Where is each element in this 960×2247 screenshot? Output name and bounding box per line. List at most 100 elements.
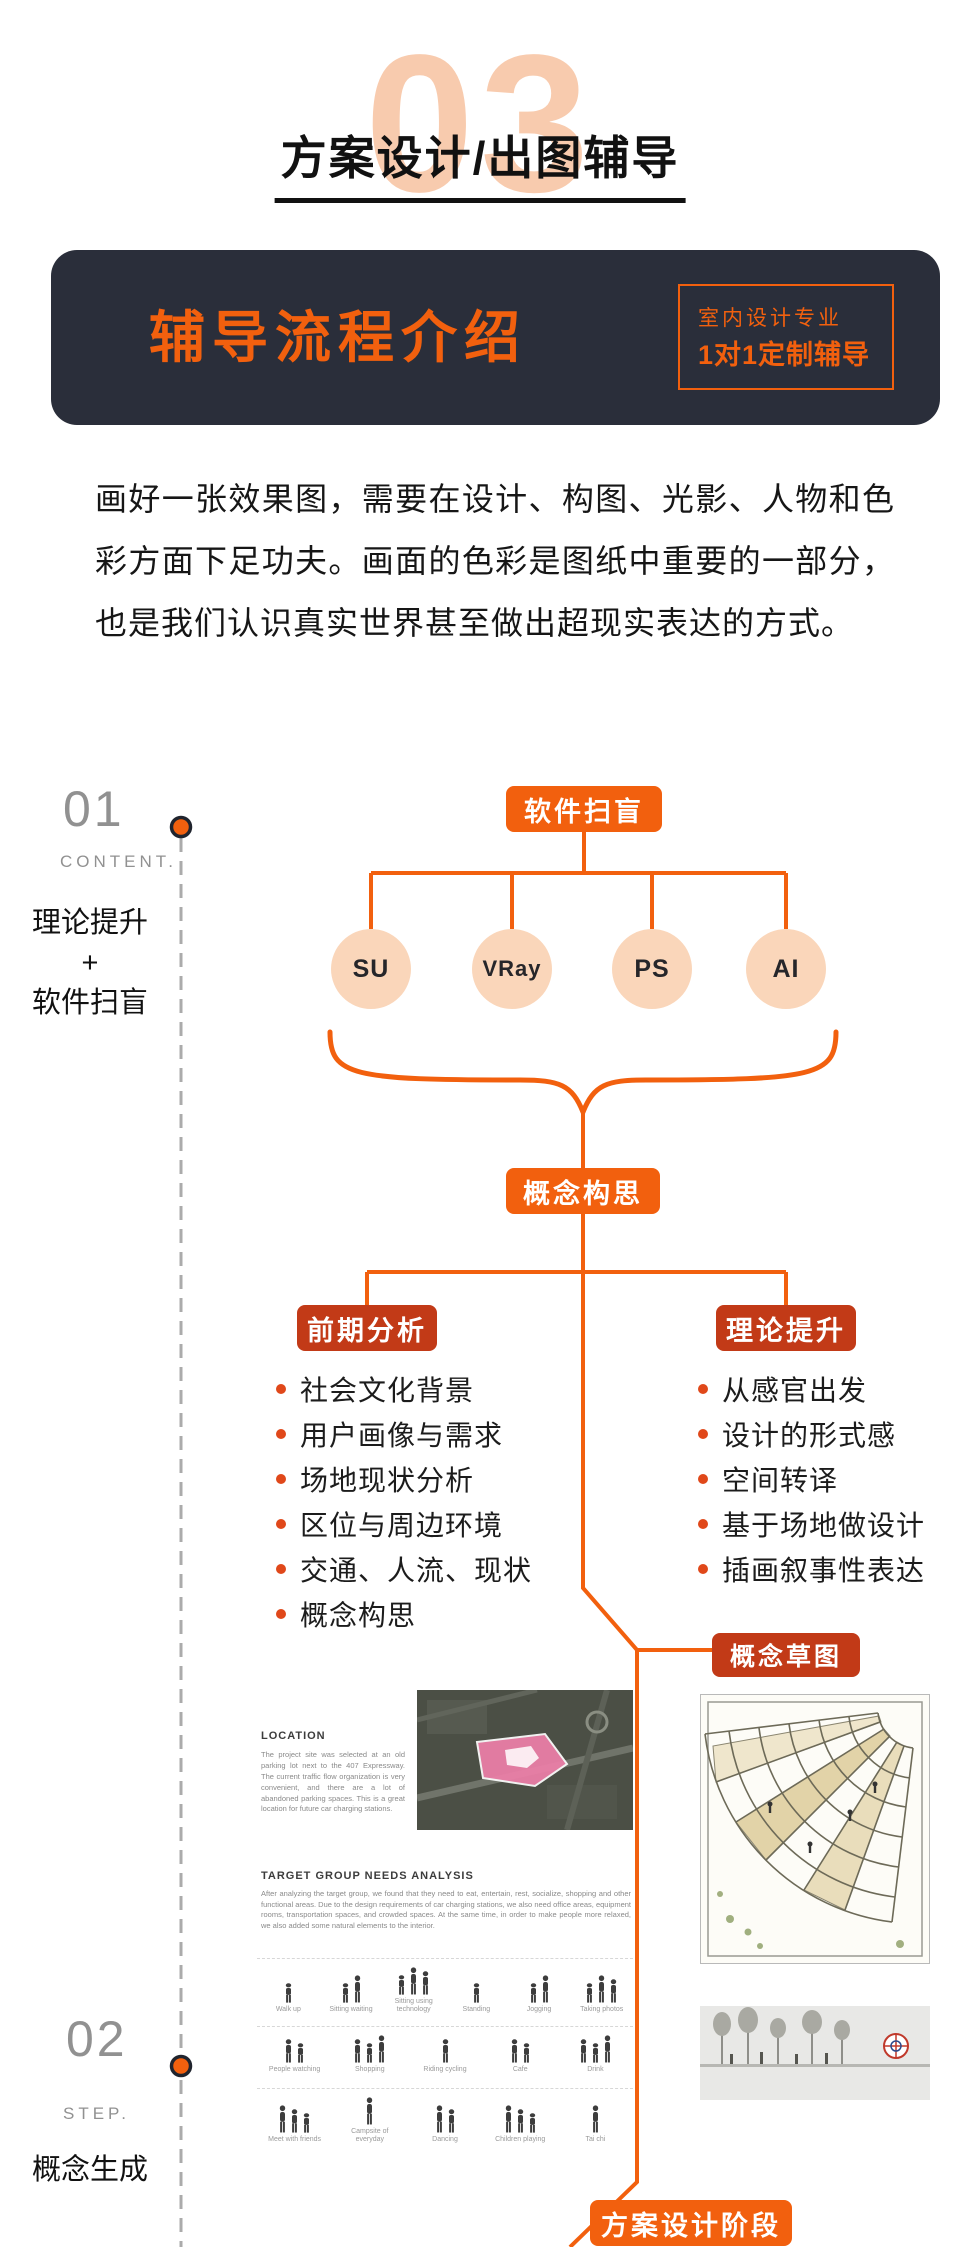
person-icons <box>283 1983 294 2003</box>
persona-label: Dancing <box>432 2136 458 2144</box>
person-icon <box>592 2043 599 2063</box>
step1-caption: CONTENT. <box>60 852 177 871</box>
tool-circle-ai: AI <box>746 929 826 1009</box>
person-icon <box>303 2113 310 2133</box>
person-icon <box>442 2039 448 2063</box>
person-icon <box>610 1979 617 2003</box>
person-icon <box>604 2035 611 2063</box>
list-item-label: 从感官出发 <box>722 1374 868 1406</box>
person-icons <box>277 2105 312 2133</box>
person-icon <box>285 1983 292 2003</box>
person-icon <box>529 2113 535 2133</box>
person-icon <box>422 1971 429 1995</box>
persona-cluster: Sitting using technology <box>382 1967 445 2014</box>
software-tree-connector <box>369 832 788 929</box>
persona-cluster: Tai chi <box>558 2105 633 2144</box>
page-title: 方案设计/出图辅导 <box>274 122 686 203</box>
person-icons <box>509 2039 532 2063</box>
persona-label: Shopping <box>355 2066 385 2073</box>
person-icons <box>364 2097 375 2125</box>
bullet-icon <box>276 1473 286 1484</box>
list-item: 社会文化背景 <box>276 1366 532 1411</box>
needs-analysis-text: After analyzing the target group, we fou… <box>261 1889 631 1930</box>
persona-label: Meet with friends <box>268 2136 322 2144</box>
list-item: 插画叙事性表达 <box>698 1546 925 1591</box>
bullet-icon <box>276 1428 286 1439</box>
persona-cluster: Standing <box>445 1983 508 2014</box>
person-icons <box>440 2039 451 2063</box>
person-icon <box>511 2039 517 2063</box>
step1-number: 01 <box>63 781 125 837</box>
analysis-split-connector <box>365 1214 788 1305</box>
list-item-label: 社会文化背景 <box>300 1374 475 1406</box>
persona-row: People watching Shopping Riding cycling Caf… <box>257 2026 633 2074</box>
person-icon <box>367 2043 373 2063</box>
bullet-icon <box>276 1383 286 1394</box>
list-item: 区位与周边环境 <box>276 1501 532 1546</box>
person-icon <box>398 1975 405 1995</box>
person-icon <box>523 2043 529 2063</box>
persona-cluster: Shopping <box>332 2035 407 2074</box>
person-icons <box>578 2035 613 2063</box>
persona-cluster: Taking photos <box>570 1975 633 2014</box>
bullet-icon <box>698 1473 708 1484</box>
pre-analysis-pill: 前期分析 <box>297 1305 437 1351</box>
persona-label: People watching <box>268 2066 321 2073</box>
person-icon <box>342 1983 348 2003</box>
person-icon <box>291 2109 298 2133</box>
person-icons <box>434 2105 457 2133</box>
persona-label: Cafe <box>512 2066 528 2073</box>
tool-circle-vray: VRay <box>472 929 552 1009</box>
bullet-icon <box>276 1563 286 1574</box>
person-icons <box>352 2035 387 2063</box>
person-icons <box>396 1967 431 1995</box>
badge-line1: 室内设计专业 <box>698 307 842 330</box>
banner-badge: 室内设计专业 1对1定制辅导 <box>678 284 894 390</box>
list-item-label: 区位与周边环境 <box>300 1509 504 1541</box>
concept-label-pill: 概念构思 <box>506 1168 660 1214</box>
background-number: 03 <box>364 14 595 233</box>
theory-list: 从感官出发 设计的形式感 空间转译 基于场地做设计 插画叙事性表达 <box>698 1366 925 1591</box>
list-item-label: 基于场地做设计 <box>722 1509 926 1541</box>
step2-caption: STEP. <box>63 2104 130 2123</box>
person-icons <box>471 1983 482 2003</box>
list-item: 基于场地做设计 <box>698 1501 925 1546</box>
bullet-icon <box>698 1563 708 1574</box>
persona-cluster: Jogging <box>508 1975 571 2014</box>
step2-label: 概念生成 <box>31 2154 148 2186</box>
intro-paragraph: 画好一张效果图，需要在设计、构图、光影、人物和色彩方面下足功夫。画面的色彩是图纸… <box>95 481 895 641</box>
persona-label: Children playing <box>495 2136 546 2144</box>
persona-label: Standing <box>462 2006 491 2014</box>
persona-label: Campsite of everyday <box>351 2128 389 2144</box>
site-analysis-board: LOCATION The project site was selected a… <box>255 1690 635 2143</box>
persona-cluster: Children playing <box>483 2105 558 2144</box>
person-icon <box>379 2035 385 2063</box>
tool-circle-ps: PS <box>612 929 692 1009</box>
person-icon <box>592 2105 599 2133</box>
section-elevation-image <box>700 2006 930 2100</box>
person-icons <box>590 2105 601 2133</box>
person-icons <box>528 1975 551 2003</box>
person-icon <box>580 2039 587 2063</box>
person-icon <box>586 1983 593 2003</box>
person-icon <box>355 2039 361 2063</box>
concept-sketch-image <box>700 1694 930 1964</box>
person-icon <box>279 2105 286 2133</box>
needs-analysis-title: TARGET GROUP NEEDS ANALYSIS <box>261 1870 474 1882</box>
theory-pill: 理论提升 <box>716 1305 856 1351</box>
bullet-icon <box>698 1428 708 1439</box>
person-icon <box>436 2105 442 2133</box>
location-text: The project site was selected at an old … <box>261 1750 405 1814</box>
list-item: 概念构思 <box>276 1591 532 1636</box>
person-icon <box>367 2097 373 2125</box>
person-icon <box>517 2109 523 2133</box>
persona-cluster: Riding cycling <box>407 2039 482 2074</box>
persona-label: Riding cycling <box>423 2066 467 2073</box>
list-item-label: 设计的形式感 <box>722 1419 897 1451</box>
persona-label: Drink <box>587 2066 604 2073</box>
person-icon <box>354 1975 360 2003</box>
persona-cluster: Walk up <box>257 1983 320 2014</box>
tool-circle-su: SU <box>331 929 411 1009</box>
